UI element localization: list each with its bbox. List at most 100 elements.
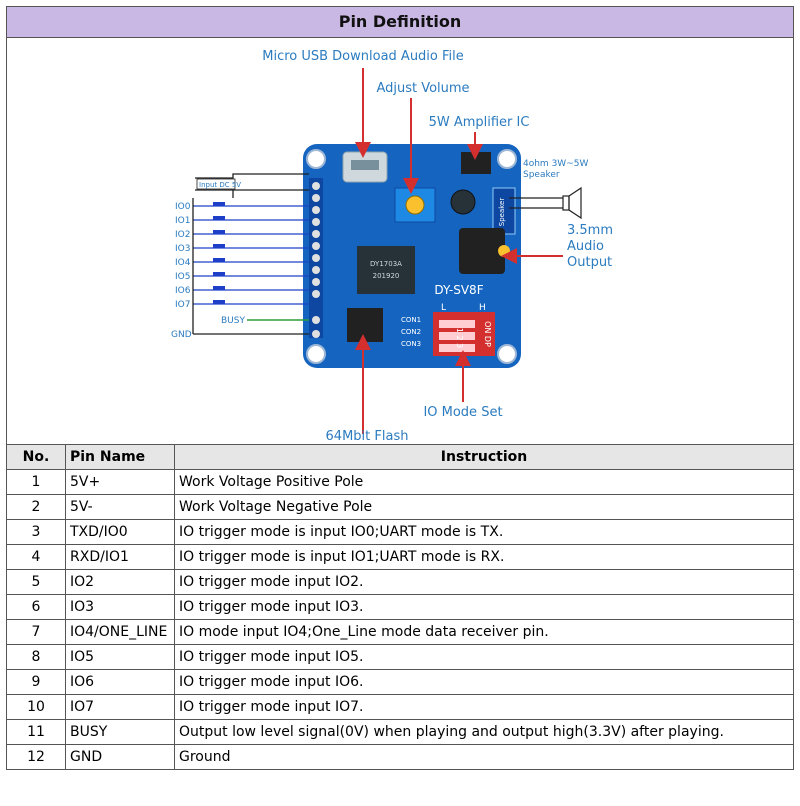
busy-label: BUSY [221,316,245,326]
speaker-label-2: Speaker [523,170,560,180]
row-pin: RXD/IO1 [65,544,175,570]
row-no: 7 [6,619,66,645]
row-instruction: Work Voltage Positive Pole [174,469,794,495]
row-no: 6 [6,594,66,620]
wire-5v-plus [195,173,309,179]
io3-label: IO3 [175,244,190,254]
speaker-tag-label: Speaker [498,198,506,227]
board-figure: Speaker DY1703A 201920 DY-SV8F L H CON1 … [6,38,794,444]
row-instruction: IO trigger mode input IO7. [174,694,794,720]
dip-number-labels: 1 2 3 [455,328,464,348]
page-title: Pin Definition [6,6,794,38]
header-no: No. [6,444,66,470]
row-instruction: Ground [174,744,794,770]
row-instruction: Work Voltage Negative Pole [174,494,794,520]
dip-l-label: L [441,303,446,313]
io1-label: IO1 [175,216,190,226]
con3-label: CON3 [401,340,421,348]
io7-label: IO7 [175,300,190,310]
io-mode-label: IO Mode Set [423,405,502,420]
flash-chip [347,308,383,342]
con1-label: CON1 [401,316,421,324]
header-instruction: Instruction [174,444,794,470]
row-pin: GND [65,744,175,770]
row-no: 3 [6,519,66,545]
row-pin: TXD/IO0 [65,519,175,545]
io-wires [193,202,309,305]
io6-label: IO6 [175,286,191,296]
board-diagram: Speaker DY1703A 201920 DY-SV8F L H CON1 … [171,49,613,444]
row-pin: BUSY [65,719,175,745]
io0-label: IO0 [175,202,191,212]
row-pin: IO6 [65,669,175,695]
gnd-label: GND [171,330,192,340]
speaker-icon [562,186,582,220]
row-no: 11 [6,719,66,745]
main-chip-label: DY1703A [370,260,402,268]
row-no: 2 [6,494,66,520]
row-instruction: IO trigger mode input IO6. [174,669,794,695]
speaker-label-1: 4ohm 3W~5W [523,159,588,169]
row-pin: IO3 [65,594,175,620]
row-instruction: IO mode input IO4;One_Line mode data rec… [174,619,794,645]
row-no: 10 [6,694,66,720]
capacitor [450,189,476,215]
row-no: 5 [6,569,66,595]
pin-definition-document: Pin Definition [6,6,794,770]
usb-label: Micro USB Download Audio File [262,49,464,64]
mount-hole-bl [306,344,326,364]
dip-on-label: ON DP [483,321,492,347]
row-pin: IO4/ONE_LINE [65,619,175,645]
row-no: 8 [6,644,66,670]
audio-label-3: Output [567,255,612,270]
io5-label: IO5 [175,272,190,282]
audio-jack [459,228,505,274]
row-instruction: IO trigger mode is input IO0;UART mode i… [174,519,794,545]
dip-switch: ON DP 1 2 3 [433,312,495,356]
mount-hole-tr [497,149,517,169]
mount-hole-br [497,344,517,364]
row-instruction: IO trigger mode input IO3. [174,594,794,620]
row-no: 4 [6,544,66,570]
io4-label: IO4 [175,258,191,268]
row-instruction: IO trigger mode input IO2. [174,569,794,595]
row-instruction: IO trigger mode is input IO1;UART mode i… [174,544,794,570]
row-pin: IO7 [65,694,175,720]
row-pin: 5V+ [65,469,175,495]
dip-h-label: H [479,303,486,313]
io2-label: IO2 [175,230,190,240]
row-instruction: Output low level signal(0V) when playing… [174,719,794,745]
board-name: DY-SV8F [434,283,483,297]
amp-label: 5W Amplifier IC [429,115,530,130]
mount-hole-tl [306,149,326,169]
amplifier-chip [461,152,491,174]
row-pin: 5V- [65,494,175,520]
row-no: 1 [6,469,66,495]
pin-table-header: No. Pin Name Instruction [6,444,794,470]
row-no: 9 [6,669,66,695]
row-instruction: IO trigger mode input IO5. [174,644,794,670]
audio-label-2: Audio [567,239,604,254]
con2-label: CON2 [401,328,421,336]
main-chip [357,246,415,294]
volume-label: Adjust Volume [376,81,469,96]
pin-header [309,178,323,338]
flash-label: 64Mbit Flash [326,429,409,444]
main-chip-sublabel: 201920 [373,272,400,280]
audio-label-1: 3.5mm [567,223,613,238]
header-pin-name: Pin Name [65,444,175,470]
row-no: 12 [6,744,66,770]
